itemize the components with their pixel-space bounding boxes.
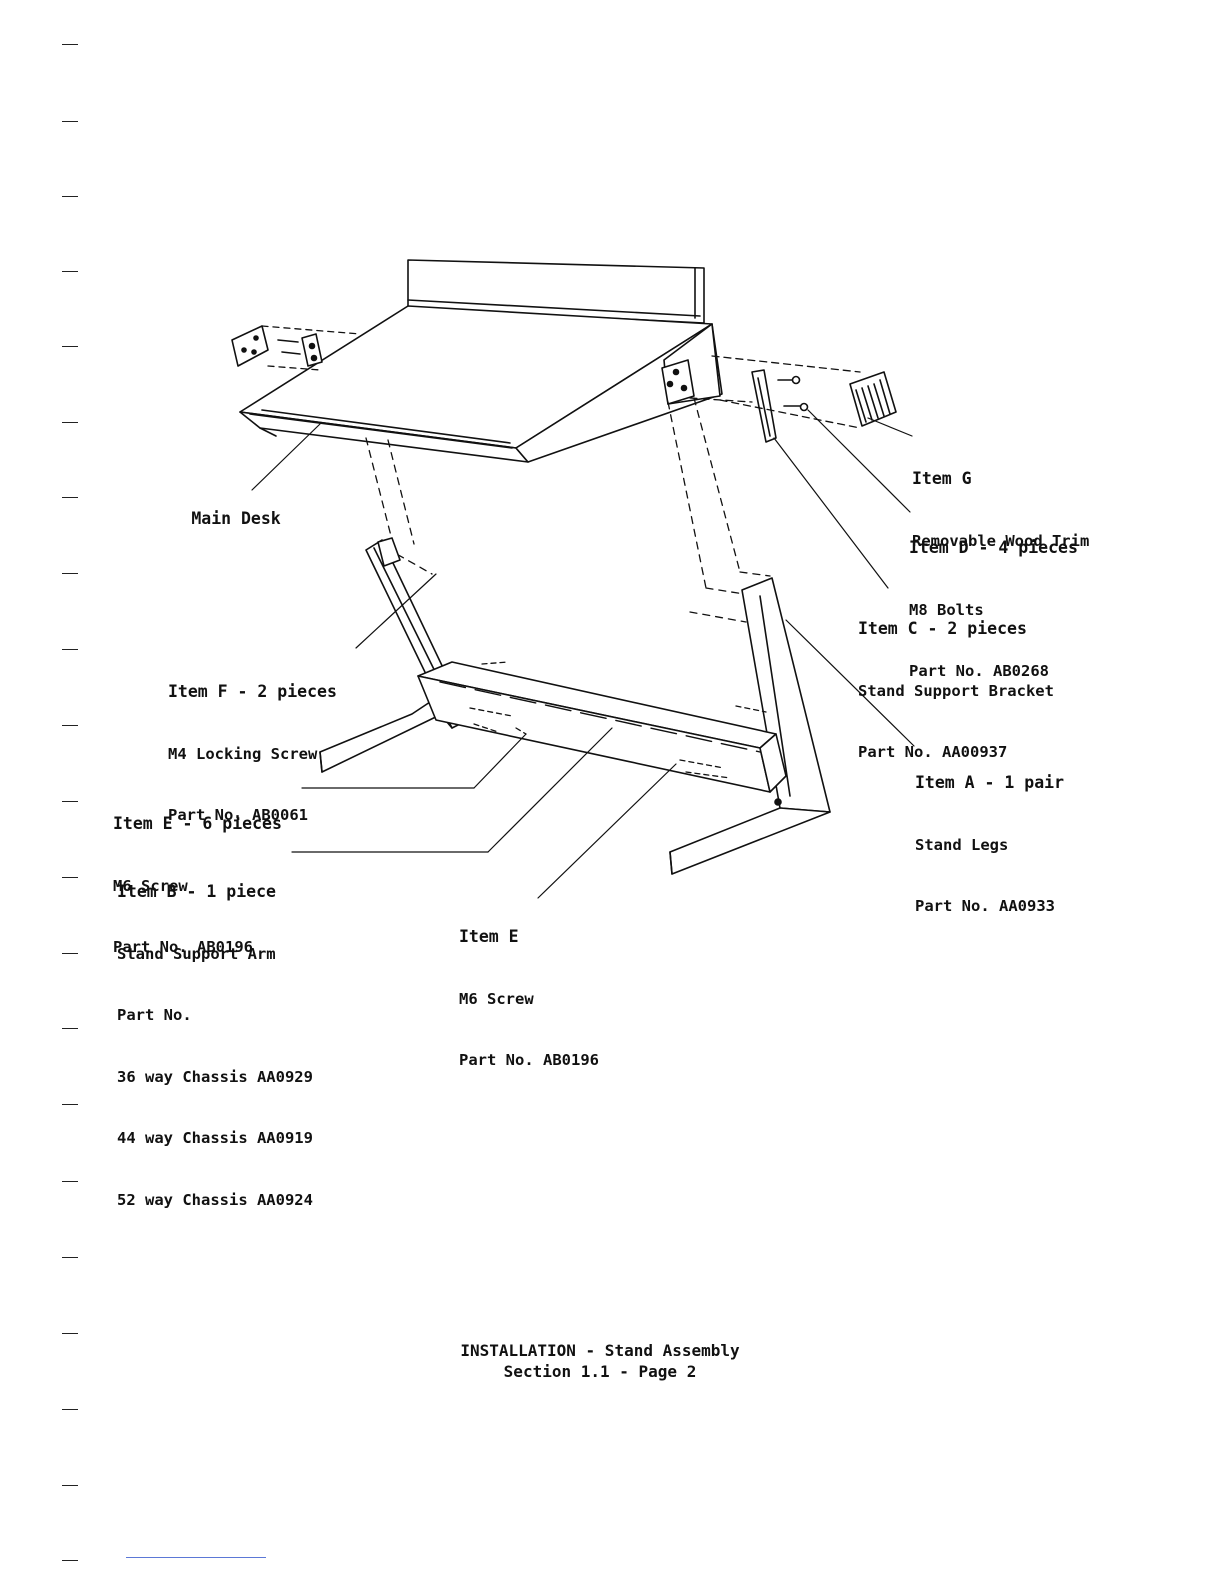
item-f-label: Item F - 2 pieces M4 Locking Screw Part … — [168, 641, 337, 867]
margin-tick — [62, 1104, 78, 1105]
margin-tick — [62, 573, 78, 574]
item-b-part-no-heading: Part No. — [117, 1006, 192, 1024]
item-d-part-no: Part No. AB0268 — [909, 662, 1049, 680]
item-d-description: M8 Bolts — [909, 600, 984, 619]
leader-item-g — [867, 417, 913, 437]
removable-wood-trim — [849, 371, 897, 427]
margin-tick — [62, 877, 78, 878]
stand-leg-right — [669, 577, 831, 875]
leader-item-e-right — [537, 763, 677, 899]
item-f-part-no: Part No. AB0061 — [168, 806, 308, 824]
margin-tick — [62, 953, 78, 954]
margin-tick — [62, 196, 78, 197]
item-a-label: Item A - 1 pair Stand Legs Part No. AA09… — [915, 732, 1064, 958]
item-e-right-title: Item E — [459, 927, 519, 946]
margin-tick — [62, 1028, 78, 1029]
item-e-right-label: Item E M6 Screw Part No. AB0196 — [459, 886, 599, 1112]
item-b-part-36-way: 36 way Chassis AA0929 — [117, 1067, 313, 1086]
item-b-title: Item B - 1 piece — [117, 882, 276, 901]
margin-tick — [62, 725, 78, 726]
item-c-description: Stand Support Bracket — [858, 681, 1054, 700]
leader-item-a — [785, 619, 915, 747]
margin-tick — [62, 422, 78, 423]
item-d-label: Item D - 4 pieces M8 Bolts Part No. AB02… — [909, 497, 1078, 723]
margin-tick — [62, 1333, 78, 1334]
item-f-description: M4 Locking Screw — [168, 744, 318, 763]
item-f-title: Item F - 2 pieces — [168, 682, 337, 701]
leader-item-f — [355, 573, 437, 649]
margin-tick — [62, 121, 78, 122]
margin-tick — [62, 44, 78, 45]
item-g-description: Removable Wood Trim — [912, 531, 1090, 550]
item-e-right-part-no: Part No. AB0196 — [459, 1051, 599, 1069]
footer-page-number: Section 1.1 - Page 2 — [503, 1362, 697, 1381]
footer-section-title: INSTALLATION - Stand Assembly — [460, 1341, 740, 1360]
item-a-title: Item A - 1 pair — [915, 773, 1065, 792]
item-a-part-no: Part No. AA0933 — [915, 897, 1055, 915]
margin-tick — [62, 1560, 78, 1561]
item-b-part-44-way: 44 way Chassis AA0919 — [117, 1129, 313, 1147]
item-a-description: Stand Legs — [915, 835, 1009, 854]
page-footer: INSTALLATION - Stand Assembly Section 1.… — [400, 1340, 800, 1382]
main-desk-label: Main Desk — [154, 488, 281, 550]
stand-support-arm — [417, 661, 787, 793]
item-e-left-part-no: Part No. AB0196 — [113, 938, 253, 956]
margin-tick — [62, 801, 78, 802]
item-b-label: Item B - 1 piece Stand Support Arm Part … — [117, 841, 313, 1251]
item-d-title: Item D - 4 pieces — [909, 538, 1078, 557]
m8-bolts — [777, 375, 809, 412]
leader-main-desk — [251, 423, 321, 491]
item-c-part-no: Part No. AA00937 — [858, 743, 1008, 761]
stand-leg-left — [319, 537, 469, 773]
desk-back-panel — [407, 259, 705, 324]
leader-item-d — [807, 409, 911, 513]
item-b-part-52-way: 52 way Chassis AA0924 — [117, 1190, 313, 1209]
main-desk — [239, 305, 723, 463]
item-b-description: Stand Support Arm — [117, 944, 276, 963]
item-c-label: Item C - 2 pieces Stand Support Bracket … — [858, 578, 1054, 804]
item-c-title: Item C - 2 pieces — [858, 619, 1027, 638]
item-e-right-description: M6 Screw — [459, 989, 534, 1008]
left-desk-bracket — [231, 325, 323, 367]
margin-tick — [62, 1257, 78, 1258]
margin-tick — [62, 1485, 78, 1486]
item-g-label: Item G Removable Wood Trim — [912, 428, 1089, 592]
item-e-left-label: Item E - 6 pieces M6 Screw Part No. AB01… — [113, 773, 282, 999]
leader-item-c — [773, 437, 889, 589]
margin-tick — [62, 1181, 78, 1182]
item-e-left-title: Item E - 6 pieces — [113, 814, 282, 833]
margin-tick — [62, 497, 78, 498]
margin-tick — [62, 346, 78, 347]
margin-tick — [62, 649, 78, 650]
item-e-left-description: M6 Screw — [113, 876, 188, 895]
item-g-title: Item G — [912, 469, 972, 488]
footer-rule — [126, 1557, 266, 1558]
main-desk-text: Main Desk — [191, 508, 281, 528]
margin-tick — [62, 1409, 78, 1410]
margin-tick — [62, 271, 78, 272]
stand-support-bracket — [661, 359, 777, 443]
